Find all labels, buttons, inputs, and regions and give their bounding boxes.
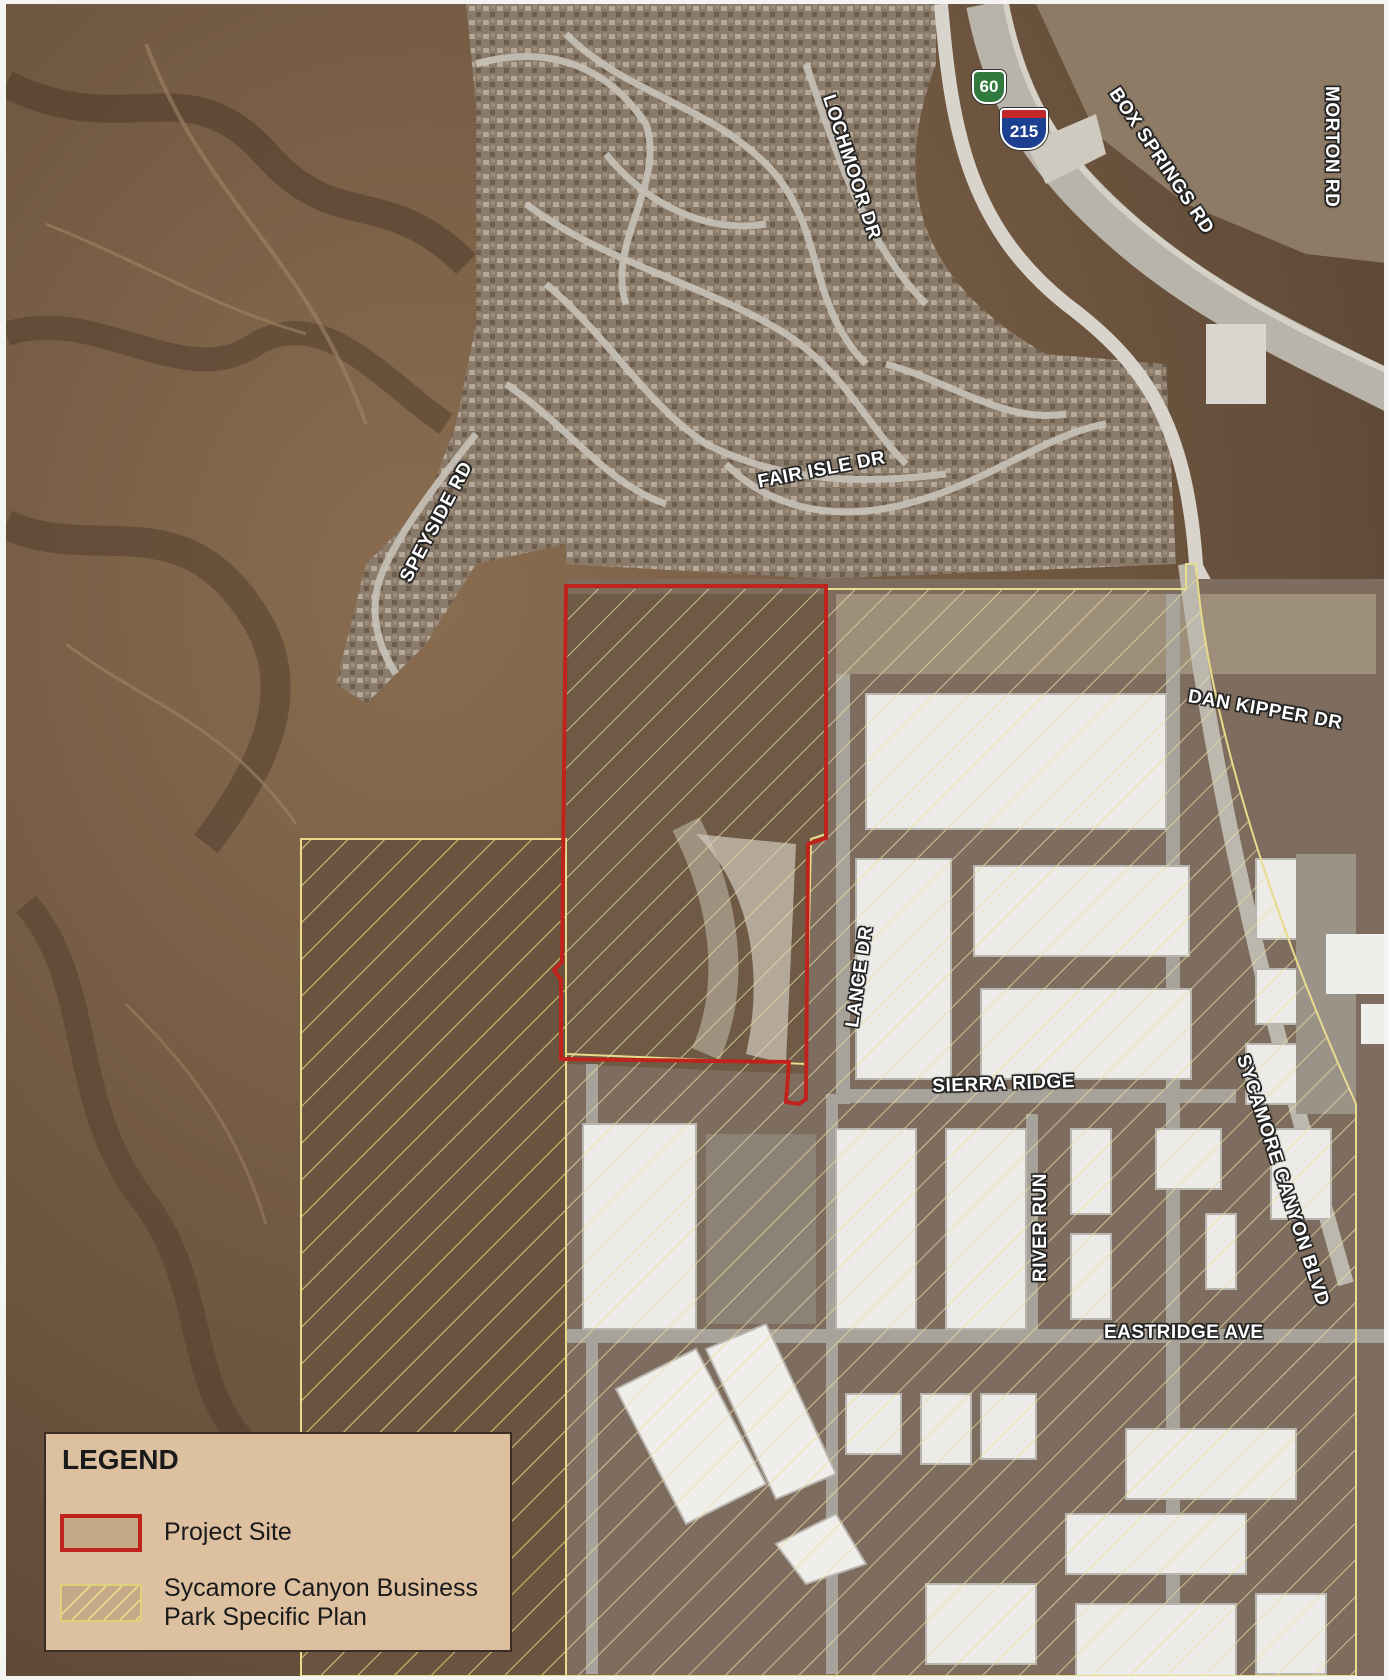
aerial-map[interactable] bbox=[6, 4, 1384, 1676]
label-morton-rd: MORTON RD bbox=[1321, 86, 1342, 208]
specific-plan-area-east bbox=[565, 563, 1357, 1676]
state-route-shield-icon: 60 bbox=[972, 70, 1006, 104]
label-river-run: RIVER RUN bbox=[1030, 1172, 1051, 1282]
project-site-boundary bbox=[551, 584, 828, 1107]
interstate-shield-icon: 215 bbox=[1000, 108, 1048, 150]
residential-area bbox=[336, 4, 1176, 704]
shield-215-label: 215 bbox=[1009, 122, 1039, 141]
shield-60-label: 60 bbox=[979, 77, 999, 96]
legend-panel: LEGEND Project Site Sycamore Canyon Busi… bbox=[44, 1432, 512, 1652]
specific-plan-swatch-icon bbox=[60, 1584, 142, 1622]
legend-specific-plan-label: Sycamore Canyon Business Park Specific P… bbox=[164, 1574, 479, 1631]
legend-project-site-label: Project Site bbox=[164, 1518, 292, 1546]
legend-title: LEGEND bbox=[62, 1444, 179, 1475]
map-frame[interactable]: BOX SPRINGS RD MORTON RD LOCHMOOR DR FAI… bbox=[6, 4, 1384, 1676]
project-site-swatch-icon bbox=[60, 1514, 142, 1552]
label-eastridge-ave: EASTRIDGE AVE bbox=[1104, 1322, 1264, 1343]
